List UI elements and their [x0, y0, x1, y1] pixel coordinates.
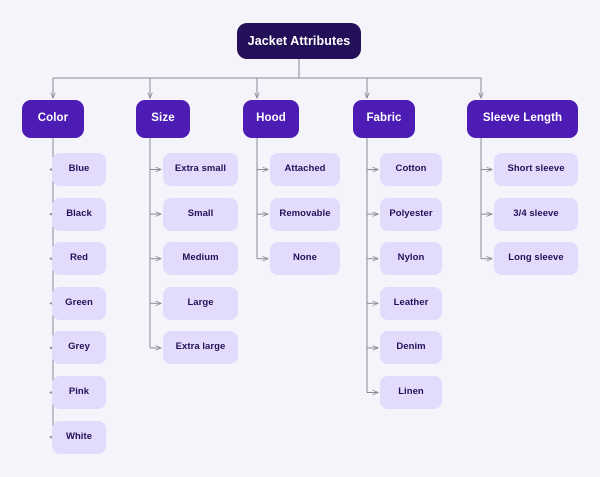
category-node-sleeve-length[interactable]: Sleeve Length: [467, 100, 578, 138]
leaf-node-sleeve-length-0[interactable]: Short sleeve: [494, 153, 578, 186]
leaf-node-color-6-label: White: [65, 430, 93, 442]
leaf-node-sleeve-length-2-label: Long sleeve: [508, 252, 564, 264]
leaf-node-fabric-3[interactable]: Leather: [380, 286, 442, 320]
leaf-node-size-1[interactable]: Small: [163, 197, 238, 231]
leaf-node-fabric-1[interactable]: Polyester: [380, 197, 442, 231]
leaf-node-size-1-label: Small: [187, 207, 214, 219]
leaf-node-hood-0[interactable]: Attached: [270, 153, 340, 186]
leaf-node-size-2[interactable]: Medium: [163, 242, 238, 276]
leaf-node-color-6[interactable]: White: [52, 420, 106, 454]
leaf-node-size-2-label: Medium: [182, 252, 219, 264]
leaf-node-hood-1[interactable]: Removable: [270, 197, 340, 231]
leaf-node-color-4[interactable]: Grey: [52, 331, 106, 365]
leaf-node-size-4-label: Extra large: [175, 341, 226, 353]
leaf-node-sleeve-length-0-label: Short sleeve: [507, 163, 565, 175]
leaf-node-fabric-4-label: Denim: [396, 341, 426, 353]
leaf-node-fabric-2[interactable]: Nylon: [380, 242, 442, 276]
root-node-label: Jacket Attributes: [247, 33, 351, 48]
leaf-node-color-3-label: Green: [65, 296, 93, 308]
leaf-node-fabric-5-label: Linen: [398, 386, 424, 398]
leaf-node-color-0[interactable]: Blue: [52, 153, 106, 186]
leaf-node-fabric-0[interactable]: Cotton: [380, 153, 442, 186]
leaf-node-hood-2-label: None: [293, 252, 317, 264]
leaf-node-color-3[interactable]: Green: [52, 286, 106, 320]
leaf-node-size-3[interactable]: Large: [163, 286, 238, 320]
leaf-node-fabric-0-label: Cotton: [395, 163, 427, 175]
leaf-node-color-5-label: Pink: [68, 386, 90, 398]
leaf-node-color-1[interactable]: Black: [52, 197, 106, 231]
leaf-node-size-0[interactable]: Extra small: [163, 153, 238, 186]
leaf-node-sleeve-length-2[interactable]: Long sleeve: [494, 242, 578, 276]
leaf-node-hood-2[interactable]: None: [270, 242, 340, 276]
root-node[interactable]: Jacket Attributes: [237, 23, 361, 59]
leaf-node-fabric-2-label: Nylon: [397, 252, 425, 264]
category-node-size[interactable]: Size: [136, 100, 190, 138]
leaf-node-size-4[interactable]: Extra large: [163, 331, 238, 365]
leaf-node-color-5[interactable]: Pink: [52, 376, 106, 409]
leaf-node-color-2[interactable]: Red: [52, 242, 106, 276]
category-node-hood-label: Hood: [256, 112, 286, 125]
category-node-color[interactable]: Color: [22, 100, 84, 138]
category-node-fabric-label: Fabric: [366, 112, 402, 125]
leaf-node-color-4-label: Grey: [68, 341, 90, 353]
category-node-hood[interactable]: Hood: [243, 100, 299, 138]
category-node-fabric[interactable]: Fabric: [353, 100, 415, 138]
category-node-sleeve-length-label: Sleeve Length: [482, 112, 563, 125]
leaf-node-hood-0-label: Attached: [284, 163, 326, 175]
leaf-node-size-0-label: Extra small: [174, 163, 227, 175]
leaf-node-fabric-1-label: Polyester: [389, 207, 433, 219]
leaf-node-sleeve-length-1[interactable]: 3/4 sleeve: [494, 197, 578, 231]
leaf-node-color-1-label: Black: [66, 207, 92, 219]
leaf-node-size-3-label: Large: [187, 296, 214, 308]
leaf-node-color-2-label: Red: [69, 252, 89, 264]
leaf-node-hood-1-label: Removable: [279, 207, 331, 219]
category-node-color-label: Color: [37, 112, 69, 125]
leaf-node-fabric-5[interactable]: Linen: [380, 376, 442, 409]
category-node-size-label: Size: [151, 112, 175, 125]
leaf-node-sleeve-length-1-label: 3/4 sleeve: [513, 207, 559, 219]
leaf-node-color-0-label: Blue: [68, 163, 90, 175]
leaf-node-fabric-4[interactable]: Denim: [380, 331, 442, 365]
leaf-node-fabric-3-label: Leather: [393, 296, 429, 308]
